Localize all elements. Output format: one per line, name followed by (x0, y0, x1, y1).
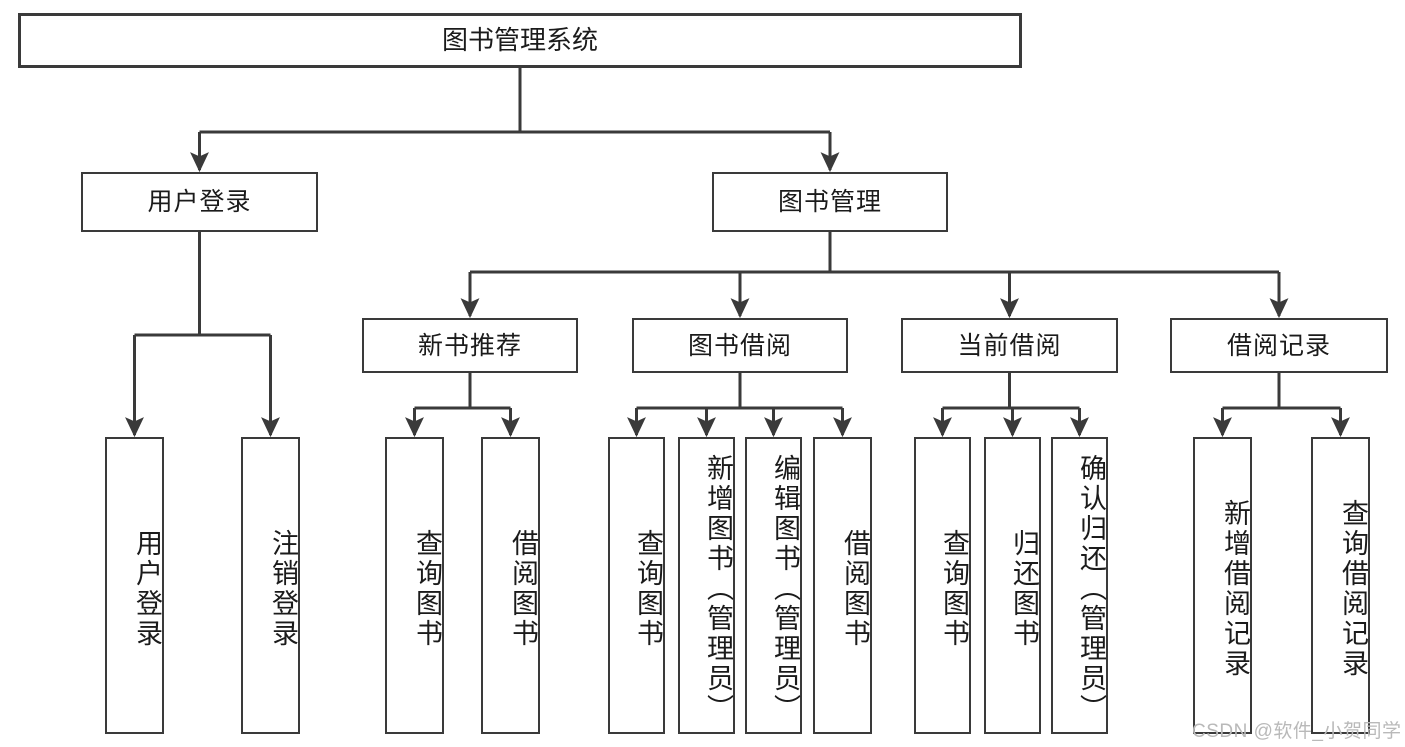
node-new-book-recommend-label: 新书推荐 (417, 331, 522, 360)
node-current-borrow-label: 当前借阅 (957, 331, 1062, 360)
node-leaf-add-book-admin[interactable]: 新增图书（管理员） (678, 437, 735, 734)
node-leaf-return-book[interactable]: 归还图书 (984, 437, 1041, 734)
node-leaf-borrow-book-2-label: 借阅图书 (840, 528, 870, 649)
node-leaf-edit-book-admin[interactable]: 编辑图书（管理员） (745, 437, 802, 734)
node-leaf-edit-book-admin-label: 编辑图书（管理员） (770, 453, 800, 724)
node-root-label: 图书管理系统 (441, 24, 598, 55)
node-leaf-logout[interactable]: 注销登录 (241, 437, 300, 734)
node-book-manage-label: 图书管理 (777, 188, 882, 216)
node-leaf-query-book-2-label: 查询图书 (633, 528, 663, 649)
node-leaf-confirm-return-admin-label: 确认归还（管理员） (1076, 453, 1106, 724)
node-leaf-confirm-return-admin[interactable]: 确认归还（管理员） (1051, 437, 1108, 734)
node-leaf-add-borrow-record[interactable]: 新增借阅记录 (1193, 437, 1252, 734)
node-user-login-label: 用户登录 (147, 188, 252, 216)
node-leaf-return-book-label: 归还图书 (1009, 528, 1039, 649)
csdn-watermark: CSDN @软件_小贺同学 (1192, 721, 1402, 742)
node-root[interactable]: 图书管理系统 (18, 13, 1022, 68)
node-leaf-add-book-admin-label: 新增图书（管理员） (703, 453, 733, 724)
node-leaf-borrow-book-1[interactable]: 借阅图书 (481, 437, 540, 734)
node-book-borrow[interactable]: 图书借阅 (632, 318, 848, 373)
node-leaf-borrow-book-2[interactable]: 借阅图书 (813, 437, 872, 734)
node-leaf-borrow-book-1-label: 借阅图书 (508, 528, 538, 649)
node-leaf-query-borrow-record-label: 查询借阅记录 (1338, 498, 1368, 679)
node-leaf-logout-label: 注销登录 (268, 528, 298, 649)
node-leaf-query-book-1-label: 查询图书 (412, 528, 442, 649)
node-leaf-query-book-2[interactable]: 查询图书 (608, 437, 665, 734)
node-leaf-query-book-3-label: 查询图书 (939, 528, 969, 649)
node-leaf-user-login[interactable]: 用户登录 (105, 437, 164, 734)
node-leaf-user-login-label: 用户登录 (132, 528, 162, 649)
node-book-manage[interactable]: 图书管理 (712, 172, 948, 232)
node-book-borrow-label: 图书借阅 (687, 331, 792, 360)
node-leaf-query-borrow-record[interactable]: 查询借阅记录 (1311, 437, 1370, 734)
node-borrow-record-label: 借阅记录 (1226, 331, 1331, 360)
node-leaf-add-borrow-record-label: 新增借阅记录 (1220, 498, 1250, 679)
node-current-borrow[interactable]: 当前借阅 (901, 318, 1118, 373)
node-leaf-query-book-1[interactable]: 查询图书 (385, 437, 444, 734)
node-new-book-recommend[interactable]: 新书推荐 (362, 318, 578, 373)
node-borrow-record[interactable]: 借阅记录 (1170, 318, 1388, 373)
node-user-login[interactable]: 用户登录 (81, 172, 318, 232)
node-leaf-query-book-3[interactable]: 查询图书 (914, 437, 971, 734)
